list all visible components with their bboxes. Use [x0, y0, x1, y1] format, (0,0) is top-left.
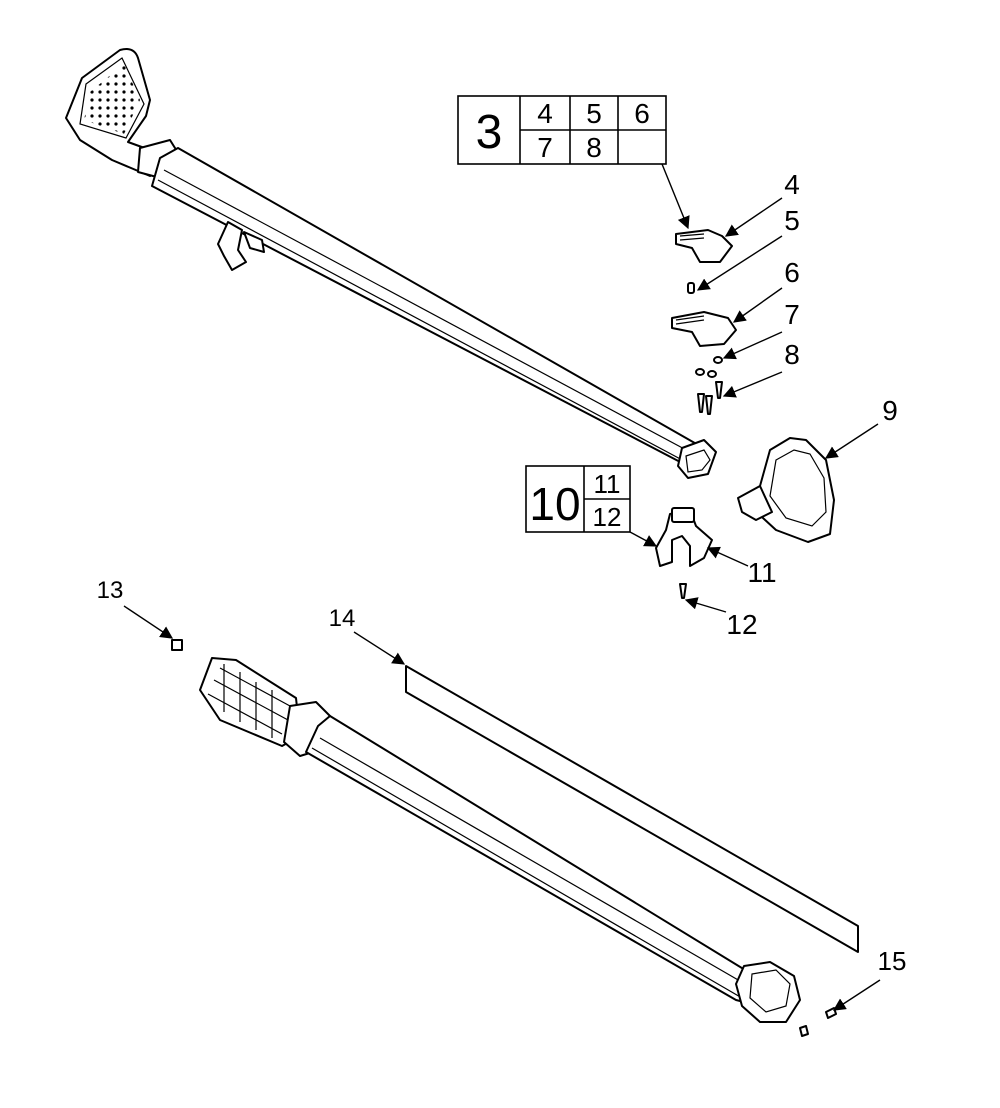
svg-text:13: 13	[97, 577, 124, 604]
callout-14: 14	[329, 605, 406, 665]
callout-11: 11	[706, 546, 777, 588]
kit-10-cell-11: 11	[594, 469, 621, 499]
kit-table-10: 10 11 12	[525, 465, 631, 533]
handle-grip-texture	[84, 64, 140, 134]
svg-text:15: 15	[878, 946, 907, 976]
callout-8: 8	[722, 339, 800, 398]
part-5-pin	[687, 282, 695, 294]
part-7-washer-c	[707, 370, 717, 378]
kit-3-cell-6: 6	[634, 98, 650, 129]
svg-text:8: 8	[784, 339, 800, 370]
part-4-clip-top	[675, 229, 733, 263]
part-8-screw-c	[705, 395, 713, 415]
part-8-screw-b	[697, 393, 705, 413]
trigger-bracket	[243, 231, 265, 253]
lower-pole-assembly	[199, 657, 801, 1023]
part-6-clip-base	[671, 311, 737, 347]
kit-10-leader	[629, 531, 658, 547]
kit-3-cell-7: 7	[537, 132, 553, 163]
callout-12: 12	[684, 597, 758, 640]
part-11-hook	[655, 507, 713, 567]
kit-10-cell-12: 12	[593, 502, 622, 532]
svg-text:6: 6	[784, 257, 800, 288]
kit-3-cell-5: 5	[586, 98, 602, 129]
kit-3-cell-4: 4	[537, 98, 553, 129]
kit-3-number: 3	[476, 106, 503, 159]
svg-text:5: 5	[784, 205, 800, 236]
part-14-strip	[405, 665, 859, 953]
part-15-screw-b	[799, 1025, 809, 1037]
callout-15: 15	[832, 946, 907, 1011]
part-9-end-cap	[737, 437, 835, 543]
upper-tube	[151, 147, 715, 473]
upper-pole-assembly	[65, 48, 717, 479]
callout-7: 7	[722, 299, 800, 360]
kit-10-number: 10	[529, 478, 580, 530]
svg-text:4: 4	[784, 169, 800, 200]
part-12-screw	[679, 583, 687, 599]
callout-9: 9	[824, 395, 898, 459]
svg-text:11: 11	[747, 557, 776, 588]
part-13-clip	[171, 639, 183, 651]
callout-6: 6	[732, 257, 800, 323]
part-7-washer-a	[713, 356, 723, 364]
kit-table-3: 3 4 5 6 7 8	[457, 95, 667, 165]
svg-text:14: 14	[329, 605, 356, 632]
svg-text:12: 12	[726, 609, 757, 640]
callout-5: 5	[696, 205, 800, 291]
svg-text:7: 7	[784, 299, 800, 330]
kit-3-leader	[661, 163, 690, 230]
trigger-hook	[217, 221, 247, 271]
clip-assembly-parts	[671, 229, 737, 415]
part-7-washer-b	[695, 368, 705, 376]
kit-3-cell-8: 8	[586, 132, 602, 163]
callout-13: 13	[97, 577, 174, 639]
svg-text:9: 9	[882, 395, 898, 426]
callout-4: 4	[724, 169, 800, 237]
part-8-screw-a	[715, 381, 723, 399]
